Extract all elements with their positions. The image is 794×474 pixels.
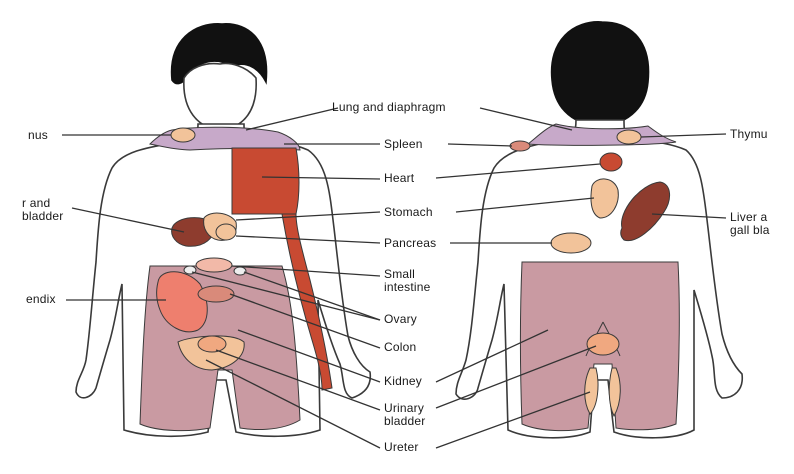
label-liver-front-cut: r and bladder: [22, 196, 64, 223]
line-pancreas-front: [235, 235, 381, 244]
front-kidney-right: [233, 266, 247, 276]
line-ureter-front: [205, 359, 381, 449]
label-thymus-back-cut: Thymu: [730, 128, 768, 141]
leader-lines: [62, 107, 727, 449]
back-pancreas-organ: [550, 232, 592, 254]
front-colon-organ: [197, 285, 235, 303]
line-stomach-back: [455, 197, 595, 213]
label-pancreas: Pancreas: [384, 236, 437, 250]
label-ovary: Ovary: [384, 312, 418, 326]
back-leg-right-organ: [608, 367, 621, 418]
label-appendix-front-cut: endix: [26, 292, 56, 306]
front-pancreas-organ: [215, 223, 237, 241]
back-pain-regions: [509, 123, 680, 432]
line-ovary-a: [243, 271, 381, 321]
back-stomach-organ: [590, 178, 619, 219]
line-heart-back: [435, 163, 601, 179]
line-lung-front: [245, 107, 339, 131]
line-kidney-back: [435, 329, 549, 383]
line-bladder-back: [435, 345, 597, 409]
label-stomach: Stomach: [384, 205, 433, 219]
line-thymus-back: [640, 133, 727, 138]
line-ureter-back: [435, 391, 591, 449]
line-heart-front: [261, 176, 381, 180]
front-pain-regions: [139, 126, 333, 432]
label-urinary-bladder: Urinary bladder: [384, 401, 426, 428]
front-ureter-organ: [197, 335, 227, 353]
front-appendix-region: [156, 271, 208, 333]
line-colon: [229, 293, 381, 349]
back-thymus-organ: [616, 129, 642, 145]
back-figure: [455, 21, 744, 439]
label-small-intestine: Small intestine: [384, 267, 431, 294]
back-heart-organ: [599, 152, 623, 172]
front-heart-region: [231, 147, 300, 215]
label-heart: Heart: [384, 171, 415, 185]
line-small-intestine: [231, 265, 381, 277]
label-kidney: Kidney: [384, 374, 422, 388]
line-lung-back: [479, 107, 573, 131]
line-stomach-front: [235, 211, 381, 221]
line-ovary-b: [191, 271, 381, 321]
back-ureter-organ: [586, 332, 620, 356]
label-spleen: Spleen: [384, 137, 423, 151]
line-kidney-front: [237, 329, 381, 383]
back-head-hair: [550, 21, 650, 127]
label-thymus-front-cut: nus: [28, 128, 48, 142]
back-spleen-organ: [509, 140, 531, 152]
label-colon: Colon: [384, 340, 417, 354]
back-liver-organ: [620, 181, 670, 242]
line-liver-front: [71, 207, 185, 233]
front-small-intestine-organ: [195, 257, 233, 273]
line-spleen-back: [447, 143, 513, 147]
label-lung-and-diaphragm: Lung and diaphragm: [332, 100, 446, 114]
line-liver-back: [651, 213, 727, 219]
label-liver-back-cut: Liver a gall bla: [730, 211, 770, 237]
front-head: [183, 62, 257, 131]
line-bladder-front: [215, 349, 381, 411]
front-thymus-organ: [170, 127, 196, 143]
back-leg-left-organ: [584, 367, 599, 415]
label-ureter: Ureter: [384, 440, 419, 454]
